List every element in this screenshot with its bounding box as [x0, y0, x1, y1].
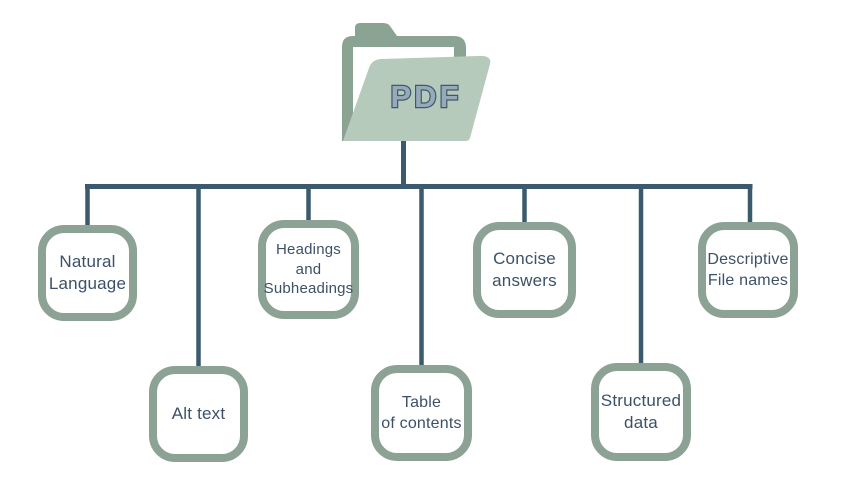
node-natural-language: Natural Language	[38, 225, 137, 321]
pdf-folder-icon: PDF	[342, 23, 491, 141]
node-label-line: Alt text	[171, 403, 226, 423]
node-table-of-contents: Table of contents	[371, 365, 472, 461]
node-label-line: Headings	[276, 240, 341, 258]
node-label-line: Language	[48, 274, 127, 293]
node-label-line: and	[295, 260, 322, 278]
node-structured-data: Structured data	[591, 363, 691, 461]
folder-title: PDF	[391, 79, 462, 114]
node-label-line: Concise	[493, 248, 556, 268]
node-label-line: of contents	[381, 415, 462, 432]
node-headings-subheadings: Headings and Subheadings	[258, 220, 359, 319]
node-label-line: Natural	[59, 251, 116, 271]
node-concise-answers: Concise answers	[473, 222, 576, 318]
node-label-line: Descriptive	[707, 250, 789, 268]
node-label-line: Structured	[600, 390, 682, 410]
node-label-line: Table	[401, 393, 442, 411]
node-label-line: data	[624, 413, 658, 432]
node-descriptive-file-names: Descriptive File names	[698, 222, 798, 318]
connector-tree	[85, 138, 753, 370]
node-alt-text: Alt text	[149, 366, 248, 462]
node-label-line: Subheadings	[263, 280, 354, 298]
node-label-line: answers	[492, 271, 557, 290]
node-label-line: File names	[707, 272, 789, 289]
folder-front-flap	[343, 55, 491, 141]
